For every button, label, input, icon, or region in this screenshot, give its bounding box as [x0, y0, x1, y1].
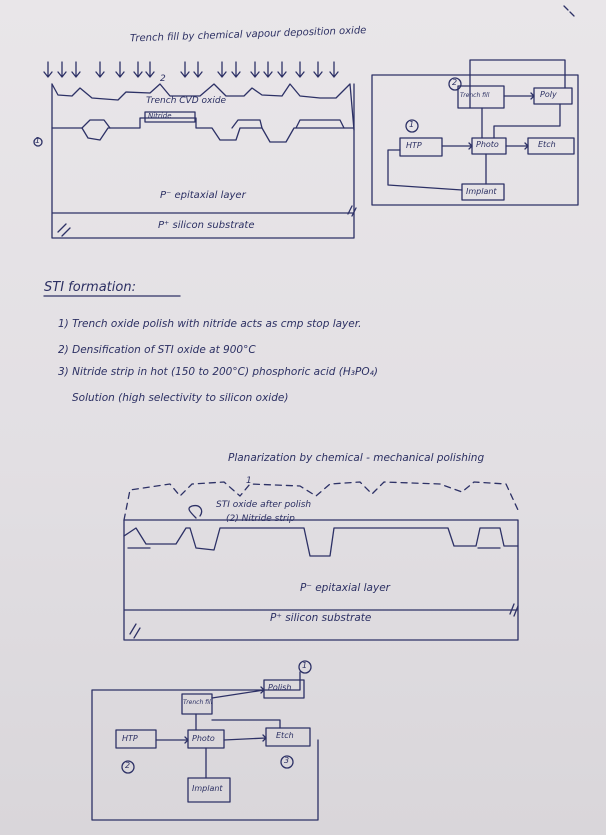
wafer-outline — [51, 83, 355, 239]
epi-layer-label: P⁻ epitaxial layer — [160, 190, 246, 201]
planarization-title: Planarization by chemical - mechanical p… — [228, 452, 485, 464]
deposition-arrows — [43, 61, 339, 78]
box-photo-bottom: Photo — [192, 734, 215, 743]
trench-profile — [51, 117, 355, 143]
sti-item-3: 3) Nitride strip in hot (150 to 200°C) p… — [58, 366, 378, 378]
break-marks-2 — [129, 603, 519, 639]
substrate-label: P⁺ silicon substrate — [158, 220, 255, 231]
box-photo-top: Photo — [476, 140, 499, 149]
sti-item-2: 2) Densification of STI oxide at 900°C — [58, 344, 256, 356]
sti-item-1: 1) Trench oxide polish with nitride acts… — [58, 318, 362, 330]
flow-diagram-bottom — [91, 660, 319, 821]
nitride-strip-label: (2) Nitride strip — [226, 514, 295, 524]
box-trench-fill-top: Trench fill — [460, 92, 490, 99]
flow-bottom-marker-1: 1 — [302, 661, 308, 670]
flow-top-marker-1: 1 — [409, 120, 415, 129]
box-polish-bottom: Polish — [268, 683, 292, 692]
sti-heading: STI formation: — [44, 280, 136, 295]
break-marks — [57, 205, 357, 237]
planarized-wafer — [123, 519, 519, 641]
box-htp-bottom: HTP — [122, 734, 138, 743]
step-marker-2: 2 — [160, 74, 166, 84]
flow-top-marker-2: 2 — [452, 78, 458, 87]
cvd-oxide-label: Trench CVD oxide — [146, 96, 227, 106]
box-poly-top: Poly — [540, 90, 557, 99]
flow-bottom-marker-2: 2 — [125, 761, 131, 770]
box-implant-bottom: Implant — [192, 784, 223, 793]
nitride-box — [144, 111, 196, 123]
box-htp-top: HTP — [406, 141, 422, 150]
nitride-label: Nitride — [148, 112, 172, 120]
box-trench-fill-bottom: Trench fill — [183, 699, 213, 706]
planar-epi-label: P⁻ epitaxial layer — [300, 582, 390, 594]
planarization-marker-1: 1 — [246, 476, 252, 486]
box-etch-bottom: Etch — [276, 731, 294, 740]
corner-mark — [563, 5, 575, 17]
planar-substrate-label: P⁺ silicon substrate — [270, 612, 372, 624]
layer-marker-circle — [33, 137, 43, 147]
sti-item-3-cont: Solution (high selectivity to silicon ox… — [72, 392, 289, 404]
box-implant-top: Implant — [466, 187, 497, 196]
layer-marker-1: 1 — [35, 136, 41, 145]
cvd-oxide-surface — [51, 83, 355, 131]
nitride-blocks — [81, 119, 345, 129]
annotation-hook — [188, 504, 203, 519]
sti-trenches — [123, 527, 519, 557]
box-etch-top: Etch — [538, 140, 556, 149]
flow-bottom-marker-3: 3 — [284, 756, 290, 765]
sti-after-polish-label: STI oxide after polish — [216, 500, 312, 510]
flow-diagram-top — [371, 59, 579, 206]
polished-oxide-dashed — [123, 481, 519, 521]
